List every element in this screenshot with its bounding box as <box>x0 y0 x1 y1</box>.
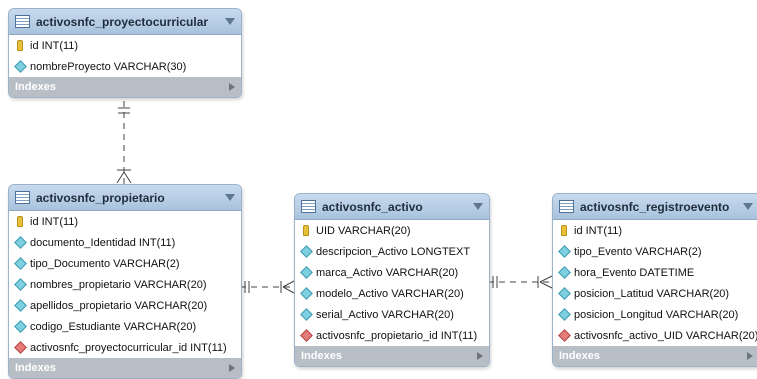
table-header[interactable]: activosnfc_registroevento <box>553 194 757 220</box>
relationship-proyecto-propietario <box>116 101 132 184</box>
column-diamond-icon <box>13 257 27 270</box>
column-label: tipo_Documento VARCHAR(2) <box>30 257 180 270</box>
column-label: id INT(11) <box>30 215 79 228</box>
column-diamond-icon <box>557 308 571 321</box>
foreign-key-diamond-icon <box>299 329 313 342</box>
column-row[interactable]: marca_Activo VARCHAR(20) <box>295 262 489 283</box>
expand-arrow-icon[interactable] <box>477 352 483 360</box>
table-header[interactable]: activosnfc_propietario <box>9 185 241 211</box>
indexes-bar[interactable]: Indexes <box>553 346 757 366</box>
column-label: documento_Identidad INT(11) <box>30 236 176 249</box>
column-label: id INT(11) <box>574 224 623 237</box>
column-diamond-icon <box>299 308 313 321</box>
column-row[interactable]: apellidos_propietario VARCHAR(20) <box>9 295 241 316</box>
column-row[interactable]: codigo_Estudiante VARCHAR(20) <box>9 316 241 337</box>
foreign-key-diamond-icon <box>13 341 27 354</box>
primary-key-icon <box>558 225 570 236</box>
column-label: serial_Activo VARCHAR(20) <box>316 308 454 321</box>
table-icon <box>559 200 574 213</box>
column-row[interactable]: descripcion_Activo LONGTEXT <box>295 241 489 262</box>
table-header[interactable]: activosnfc_proyectocurricular <box>9 9 241 35</box>
column-diamond-icon <box>13 236 27 249</box>
indexes-label: Indexes <box>15 362 56 374</box>
column-diamond-icon <box>557 287 571 300</box>
table-icon <box>301 200 316 213</box>
column-label: nombres_propietario VARCHAR(20) <box>30 278 207 291</box>
table-title: activosnfc_activo <box>322 199 423 214</box>
column-diamond-icon <box>13 60 27 73</box>
column-row[interactable]: posicion_Longitud VARCHAR(20) <box>553 304 757 325</box>
column-label: posicion_Latitud VARCHAR(20) <box>574 287 730 300</box>
column-label: descripcion_Activo LONGTEXT <box>316 245 471 258</box>
column-label: nombreProyecto VARCHAR(30) <box>30 60 187 73</box>
column-diamond-icon <box>299 245 313 258</box>
primary-key-icon <box>14 40 26 51</box>
column-row[interactable]: activosnfc_propietario_id INT(11) <box>295 325 489 346</box>
column-diamond-icon <box>299 266 313 279</box>
table-header[interactable]: activosnfc_activo <box>295 194 489 220</box>
column-row[interactable]: activosnfc_proyectocurricular_id INT(11) <box>9 337 241 358</box>
column-row[interactable]: nombreProyecto VARCHAR(30) <box>9 56 241 77</box>
column-label: apellidos_propietario VARCHAR(20) <box>30 299 208 312</box>
column-row[interactable]: id INT(11) <box>9 211 241 232</box>
column-label: modelo_Activo VARCHAR(20) <box>316 287 464 300</box>
indexes-label: Indexes <box>559 350 600 362</box>
foreign-key-diamond-icon <box>557 329 571 342</box>
relationship-activo-registroevento <box>488 275 553 289</box>
column-row[interactable]: tipo_Evento VARCHAR(2) <box>553 241 757 262</box>
column-label: marca_Activo VARCHAR(20) <box>316 266 459 279</box>
column-label: activosnfc_activo_UID VARCHAR(20) <box>574 329 757 342</box>
table-icon <box>15 15 30 28</box>
collapse-arrow-icon[interactable] <box>743 203 753 210</box>
table-card-propietario[interactable]: activosnfc_propietario id INT(11) docume… <box>8 184 242 379</box>
collapse-arrow-icon[interactable] <box>473 203 483 210</box>
column-row[interactable]: nombres_propietario VARCHAR(20) <box>9 274 241 295</box>
indexes-label: Indexes <box>15 81 56 93</box>
column-label: codigo_Estudiante VARCHAR(20) <box>30 320 197 333</box>
column-label: tipo_Evento VARCHAR(2) <box>574 245 702 258</box>
table-card-registroevento[interactable]: activosnfc_registroevento id INT(11) tip… <box>552 193 757 367</box>
column-row[interactable]: documento_Identidad INT(11) <box>9 232 241 253</box>
indexes-bar[interactable]: Indexes <box>9 77 241 97</box>
column-label: posicion_Longitud VARCHAR(20) <box>574 308 739 321</box>
column-row[interactable]: serial_Activo VARCHAR(20) <box>295 304 489 325</box>
collapse-arrow-icon[interactable] <box>225 194 235 201</box>
column-label: hora_Evento DATETIME <box>574 266 695 279</box>
table-title: activosnfc_registroevento <box>580 199 730 214</box>
column-row[interactable]: activosnfc_activo_UID VARCHAR(20) <box>553 325 757 346</box>
table-title: activosnfc_propietario <box>36 190 165 205</box>
column-label: activosnfc_proyectocurricular_id INT(11) <box>30 341 227 354</box>
table-icon <box>15 191 30 204</box>
column-row[interactable]: tipo_Documento VARCHAR(2) <box>9 253 241 274</box>
column-row[interactable]: posicion_Latitud VARCHAR(20) <box>553 283 757 304</box>
column-row[interactable]: hora_Evento DATETIME <box>553 262 757 283</box>
column-row[interactable]: modelo_Activo VARCHAR(20) <box>295 283 489 304</box>
column-diamond-icon <box>299 287 313 300</box>
primary-key-icon <box>300 225 312 236</box>
column-diamond-icon <box>557 266 571 279</box>
indexes-label: Indexes <box>301 350 342 362</box>
column-diamond-icon <box>13 320 27 333</box>
column-row[interactable]: id INT(11) <box>553 220 757 241</box>
indexes-bar[interactable]: Indexes <box>295 346 489 366</box>
expand-arrow-icon[interactable] <box>229 83 235 91</box>
column-diamond-icon <box>13 278 27 291</box>
column-label: UID VARCHAR(20) <box>316 224 411 237</box>
table-card-proyectocurricular[interactable]: activosnfc_proyectocurricular id INT(11)… <box>8 8 242 98</box>
primary-key-icon <box>14 216 26 227</box>
column-row[interactable]: UID VARCHAR(20) <box>295 220 489 241</box>
column-diamond-icon <box>13 299 27 312</box>
table-title: activosnfc_proyectocurricular <box>36 14 209 29</box>
column-diamond-icon <box>557 245 571 258</box>
expand-arrow-icon[interactable] <box>229 364 235 372</box>
column-label: activosnfc_propietario_id INT(11) <box>316 329 478 342</box>
column-row[interactable]: id INT(11) <box>9 35 241 56</box>
column-label: id INT(11) <box>30 39 79 52</box>
indexes-bar[interactable]: Indexes <box>9 358 241 378</box>
collapse-arrow-icon[interactable] <box>225 18 235 25</box>
relationship-propietario-activo <box>240 280 295 294</box>
expand-arrow-icon[interactable] <box>747 352 753 360</box>
table-card-activo[interactable]: activosnfc_activo UID VARCHAR(20) descri… <box>294 193 490 367</box>
